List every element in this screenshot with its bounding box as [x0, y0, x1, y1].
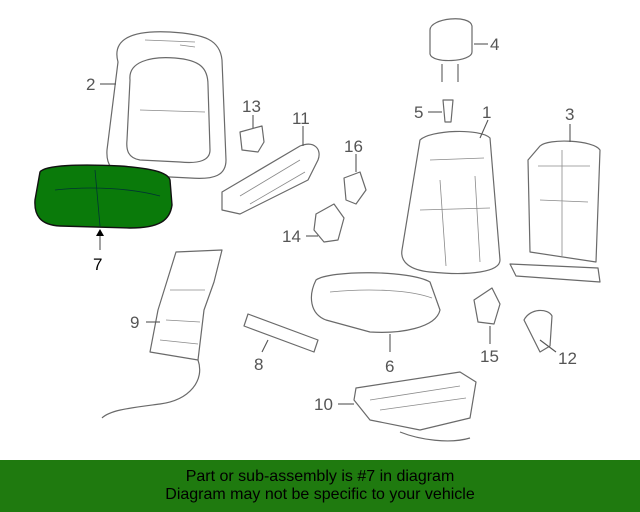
part-14-clip-bracket[interactable]	[313, 203, 345, 243]
leader-8	[261, 339, 269, 353]
part-12-side-cover[interactable]	[523, 309, 553, 353]
callout-12[interactable]: 12	[558, 349, 577, 368]
part-8-support-bar[interactable]	[243, 313, 319, 353]
part-1-seatback[interactable]	[401, 130, 501, 275]
part-5-headrest-guide[interactable]	[442, 99, 454, 123]
part-10-seat-frame[interactable]	[353, 371, 477, 442]
part-15-bracket[interactable]	[473, 287, 501, 325]
banner-line-2: Diagram may not be specific to your vehi…	[165, 486, 475, 503]
part-7-seat-cushion-cover[interactable]	[34, 164, 173, 229]
callout-8[interactable]: 8	[254, 355, 263, 374]
part-16-bracket[interactable]	[343, 171, 367, 205]
callout-2[interactable]: 2	[86, 75, 95, 94]
callout-3[interactable]: 3	[565, 105, 574, 124]
part-2-seatback-cover[interactable]	[106, 31, 227, 180]
part-3-seatback-frame[interactable]	[509, 140, 601, 283]
callout-1[interactable]: 1	[482, 103, 491, 122]
callout-9[interactable]: 9	[130, 313, 139, 332]
banner-line-1: Part or sub-assembly is #7 in diagram	[185, 468, 455, 485]
callout-4[interactable]: 4	[490, 35, 499, 54]
part-13-clip[interactable]	[239, 125, 265, 153]
callout-6[interactable]: 6	[385, 357, 394, 376]
callout-15[interactable]: 15	[480, 347, 499, 366]
leader-7-arrowhead	[96, 229, 104, 236]
callout-14[interactable]: 14	[282, 227, 301, 246]
callout-7[interactable]: 7	[93, 255, 102, 274]
callout-10[interactable]: 10	[314, 395, 333, 414]
info-banner: Part or sub-assembly is #7 in diagram Di…	[0, 460, 640, 512]
callout-11[interactable]: 11	[292, 109, 310, 128]
callout-16[interactable]: 16	[344, 137, 363, 156]
leader-1	[479, 119, 489, 139]
part-9-seat-heater[interactable]	[101, 249, 223, 419]
callout-5[interactable]: 5	[414, 103, 423, 122]
leader-12	[539, 339, 557, 353]
seat-parts-diagram: 2 7 13 11 16 14 9 8	[34, 18, 601, 442]
callout-13[interactable]: 13	[242, 97, 261, 116]
part-4-headrest[interactable]	[429, 18, 473, 82]
part-11-side-trim[interactable]	[221, 143, 320, 215]
part-6-cushion-pad[interactable]	[310, 272, 441, 333]
